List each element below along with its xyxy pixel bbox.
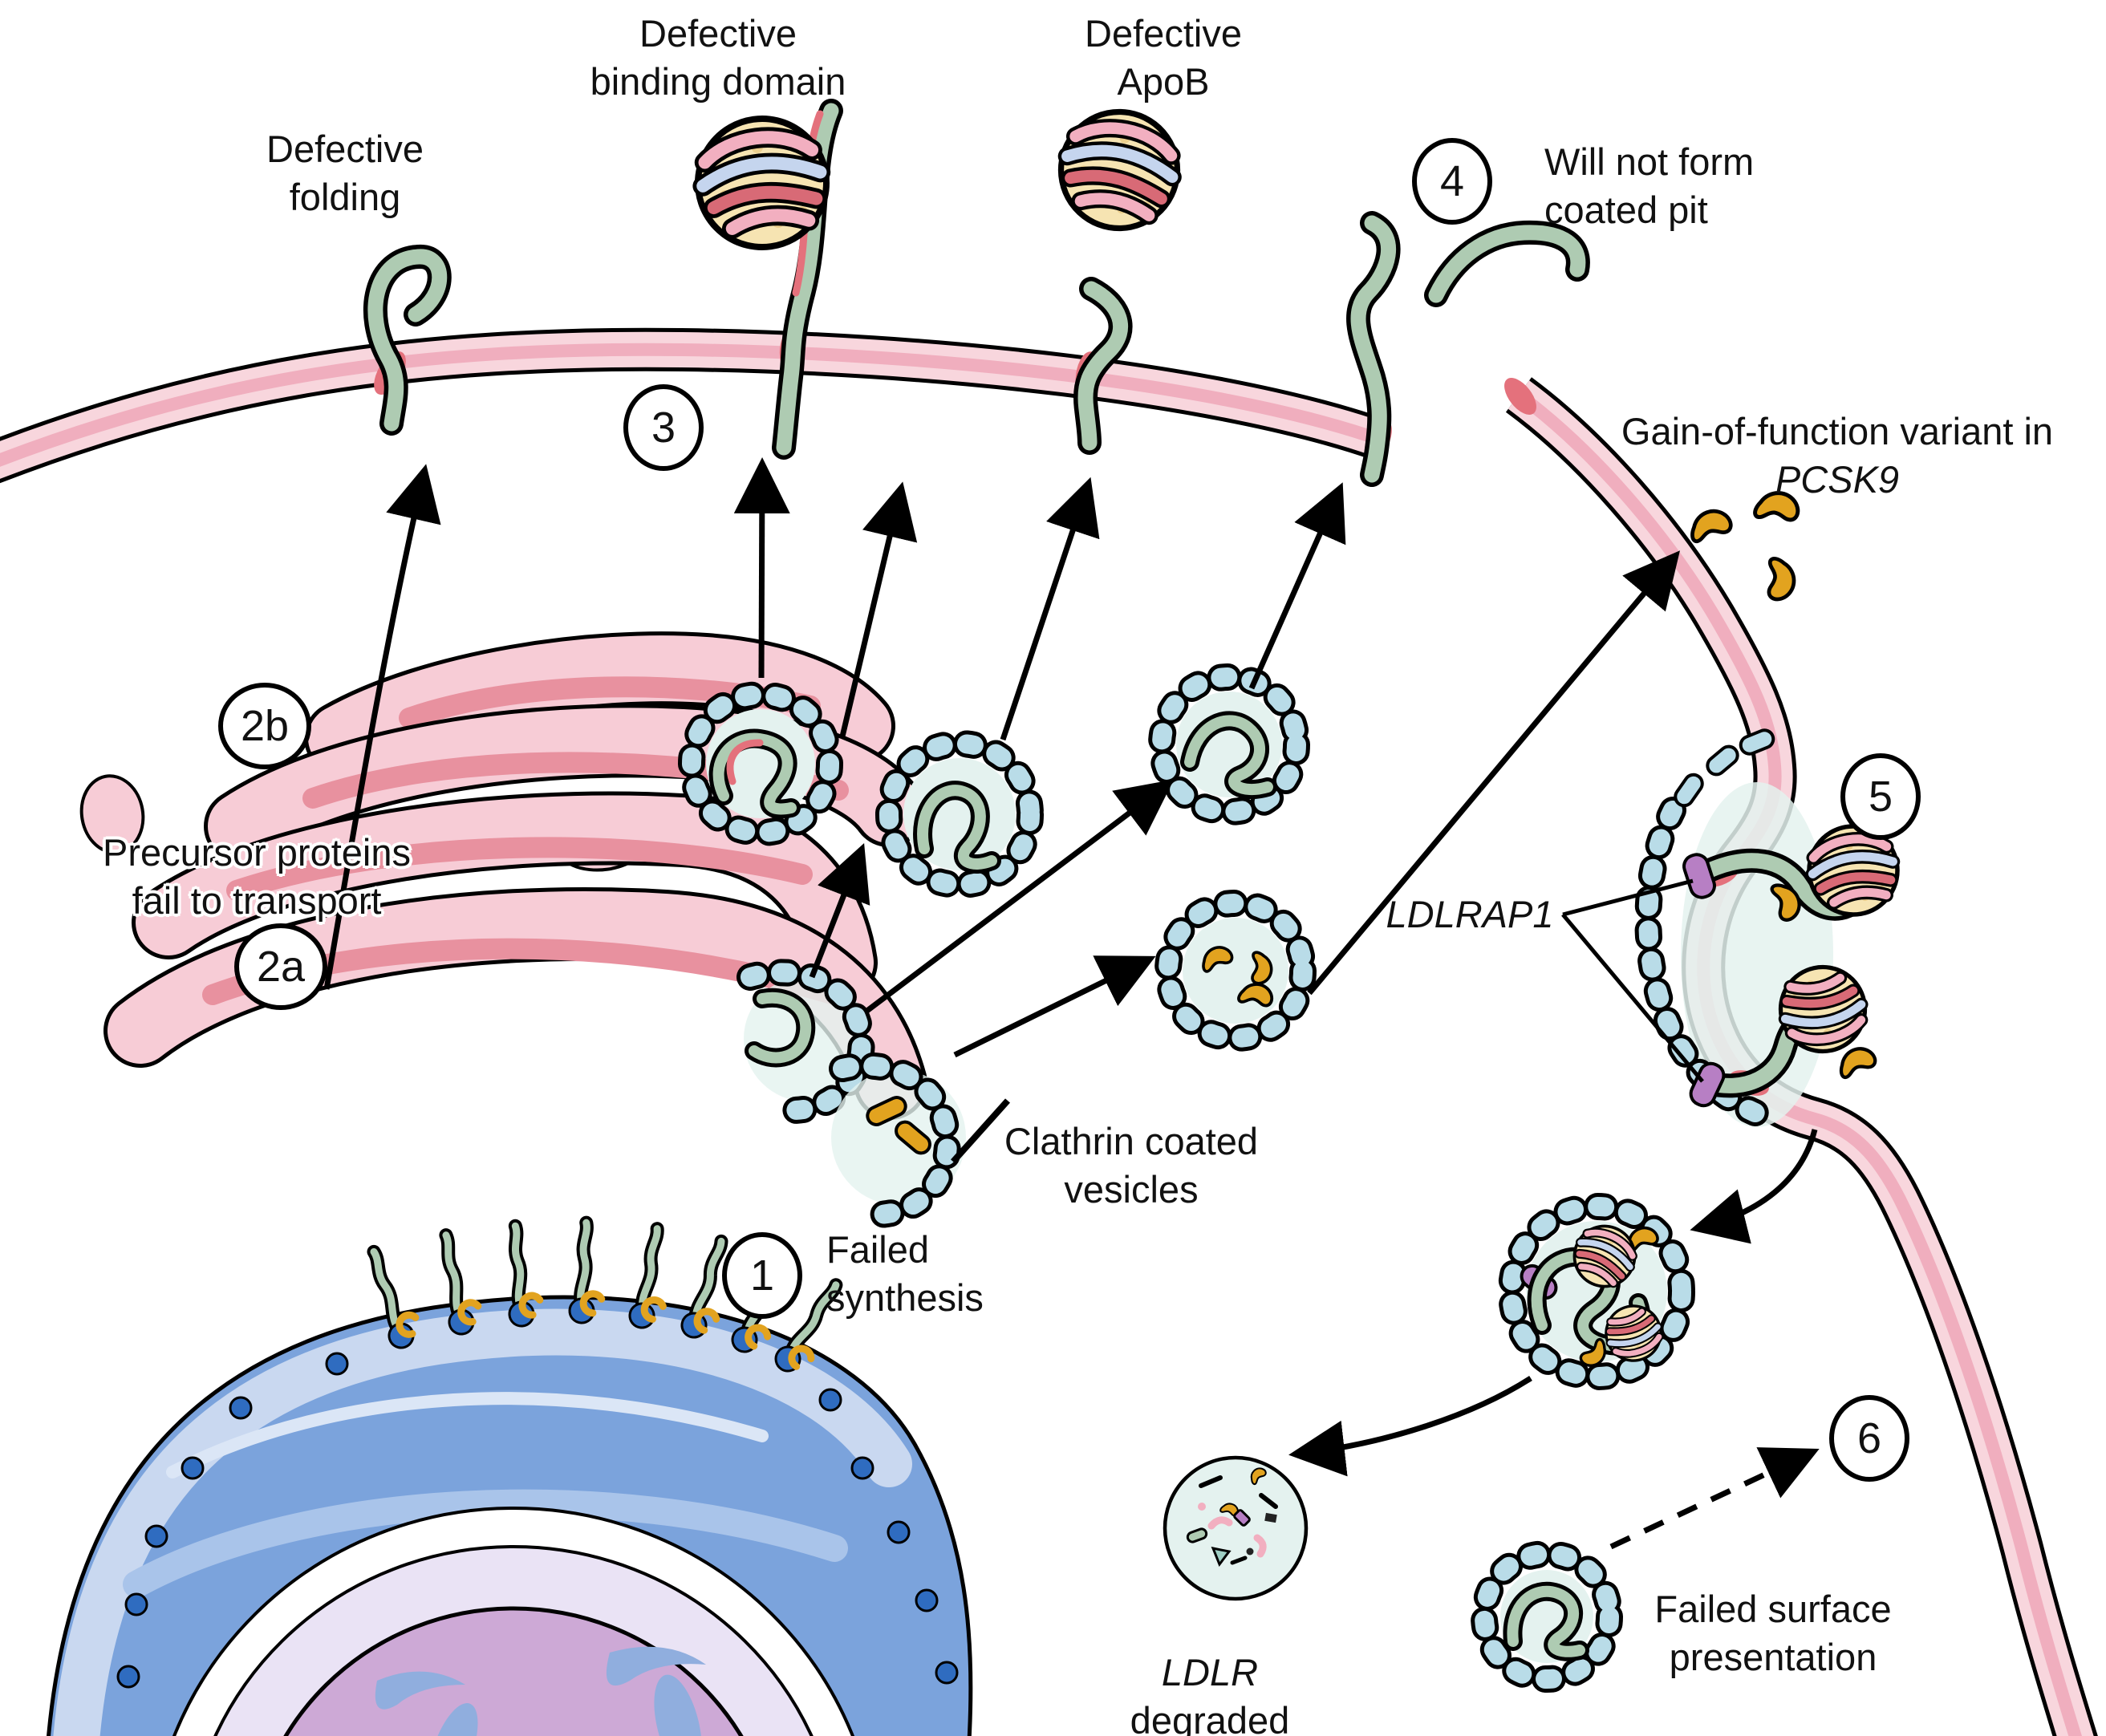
nucleus [172,1507,854,1736]
clathrin-vesicle-v2 [875,730,1044,898]
step-3-badge: 3 [623,384,704,471]
arrow-endosome-to-lysosome [1288,1376,1532,1477]
leader-clathrin-label [951,1098,1010,1164]
step-2a-badge: 2a [234,923,327,1010]
arrow-failed-recycling [1609,1447,1820,1550]
chromatin [375,1646,706,1736]
label-failed-surface-presentation: Failed surface presentation [1654,1588,1892,1678]
step-6-badge: 6 [1829,1395,1909,1482]
clathrin-vesicle-v1 [678,681,843,846]
step-4-badge: 4 [1412,138,1492,225]
ldlrap1-adapter [1689,1061,1726,1108]
label-defective-folding: Defective folding [266,128,424,218]
step-1-badge: 1 [722,1232,802,1319]
arrow-pit-to-endosome [1690,1129,1818,1244]
leader-ldlrap1-b [1561,913,1704,1083]
clathrin-capsules-icon [1674,728,1775,808]
label-clathrin-coated-vesicles: Clathrin coated vesicles [1004,1120,1259,1211]
coated-pit [1634,728,1904,1130]
label-defective-apob: Defective ApoB [1085,12,1242,103]
leader-ldlrap1-a [1562,878,1694,917]
golgi-clathrin-bud [829,1052,966,1228]
transport-vesicle [79,774,145,854]
step-2b-badge: 2b [218,683,311,769]
label-gain-of-function-pcsk9: Gain-of-function variant in PCSK9 [1621,410,2054,501]
label-failed-synthesis: Failed synthesis [826,1228,984,1319]
arrow-v3-to-membrane [1248,482,1346,690]
arrow-golgi-to-pcsk9-vesicle [953,955,1156,1058]
ldl-receptor-defective-apob [1073,277,1133,455]
ldl-receptor-no-coated-pit [1346,211,1590,487]
arrow-golgi-to-v2 [809,842,870,979]
lysosome-ldlr-degraded [1163,1455,1309,1601]
clathrin-vesicle-pcsk9 [1154,890,1317,1052]
golgi-clathrin-bud [736,959,875,1124]
arrow-v2-to-membrane [1000,477,1100,741]
arrow-v1v2-to-membrane [839,481,918,737]
clathrin-vesicle-v3 [1148,663,1310,825]
arrow-v1-to-membrane [733,457,790,679]
step-5-badge: 5 [1840,753,1921,840]
label-ldlr-degraded: LDLR degraded [1130,1651,1290,1736]
recycling-vesicle [1471,1540,1623,1693]
label-will-not-form-coated-pit: Will not form coated pit [1544,140,1755,231]
ldlrap1-adapter [1682,853,1716,899]
arrow-golgi-to-v3 [862,779,1175,1015]
degraded-fragments [1186,1464,1278,1568]
ldl-receptor-defective-folding [363,245,452,436]
label-precursor-proteins: Precursor proteins fail to transport [103,831,411,922]
arrows [323,457,1820,1550]
endosome [1498,1193,1695,1390]
label-ldlrap1: LDLRAP1 [1386,893,1554,935]
ldl-particle [1052,103,1187,237]
arrow-2b-to-membrane [323,464,441,990]
arrow-pcsk9-secretion [1307,550,1680,996]
label-defective-binding-domain: Defective binding domain [590,12,846,103]
